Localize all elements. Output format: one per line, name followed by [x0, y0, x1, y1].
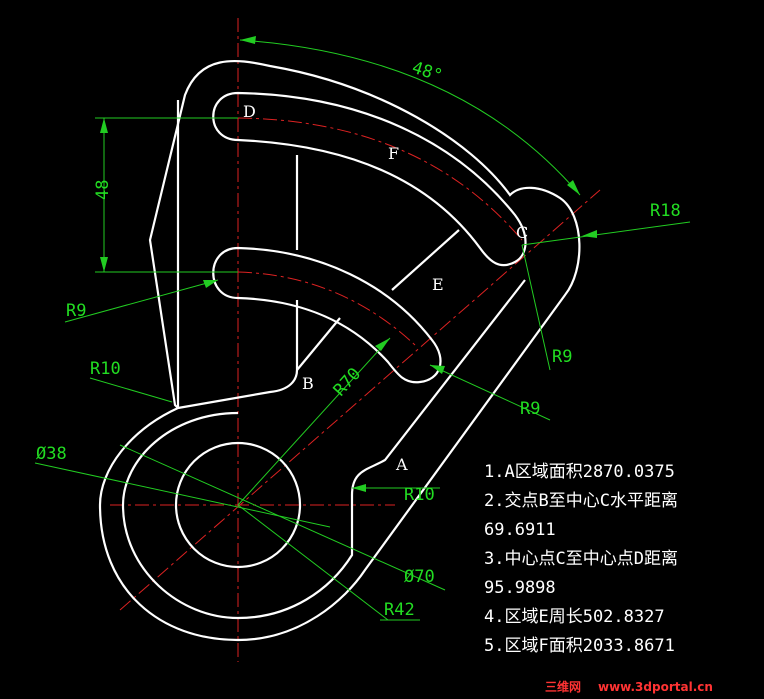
web-line-b2: [296, 317, 341, 371]
point-a-label: A: [395, 455, 408, 474]
r10-right-dimension: R10: [404, 485, 435, 505]
r42-leader: [237, 504, 389, 621]
r9-left-arrow: [203, 280, 218, 288]
r9-lower-dimension: R9: [520, 399, 540, 419]
point-e-label: E: [432, 275, 444, 294]
point-d-label: D: [243, 102, 256, 121]
r18-arrow: [582, 230, 597, 238]
r9-left-leader: [64, 279, 219, 323]
watermark: 三维网 www.3dportal.cn: [545, 679, 713, 694]
note-line-2: 2.交点B至中心C水平距离: [484, 491, 678, 511]
upper-slot: [212, 91, 527, 267]
diagonal-center-line: [119, 189, 601, 611]
point-c-label: C: [516, 223, 528, 242]
d70-dimension: Ø70: [404, 567, 435, 587]
r18-dimension: R18: [650, 201, 681, 221]
note-line-7: 5.区域F面积2033.8671: [484, 636, 675, 656]
point-b-label: B: [302, 374, 314, 393]
dimension-labels: 48° 48 R18 R9 R9 R9 R10 R10 R70 Ø38 Ø70 …: [36, 58, 681, 620]
r9-lower-arrow: [430, 365, 445, 374]
center-lines: [110, 18, 601, 662]
vertical-arrow-top: [100, 118, 108, 133]
r42-dimension: R42: [384, 600, 415, 620]
r70-dimension: R70: [330, 364, 365, 400]
note-line-5: 95.9898: [484, 578, 556, 598]
hub-inner-circle: [174, 441, 302, 569]
notes-block: 1.A区域面积2870.0375 2.交点B至中心C水平距离 69.6911 3…: [484, 462, 678, 656]
angle-arrow-left: [240, 36, 256, 44]
note-line-6: 4.区域E周长502.8327: [484, 607, 665, 627]
angle-dimension-arc: [239, 39, 581, 196]
r9-right-leader: [521, 244, 551, 371]
d38-dimension: Ø38: [36, 444, 67, 464]
vertical-dimension: 48: [93, 180, 113, 200]
note-line-1: 1.A区域面积2870.0375: [484, 462, 675, 482]
web-line-b: [177, 369, 299, 410]
watermark-url: www.3dportal.cn: [598, 680, 713, 694]
inner-profile: [121, 279, 526, 620]
point-f-label: F: [388, 144, 399, 163]
r18-leader: [521, 221, 691, 246]
upper-arc-center-line: [237, 117, 523, 241]
point-labels: D F C E B A: [243, 102, 528, 474]
note-line-3: 69.6911: [484, 520, 556, 540]
r9-right-dimension: R9: [552, 347, 572, 367]
r9-lower-leader: [429, 364, 551, 421]
watermark-chinese: 三维网: [545, 679, 581, 694]
lower-slot: [212, 246, 442, 384]
r70-arrow: [375, 338, 390, 351]
angle-dimension: 48°: [409, 58, 444, 87]
part-outline: [98, 59, 581, 642]
angle-arrow-right: [567, 180, 580, 195]
vertical-arrow-bottom: [100, 257, 108, 272]
r10-left-dimension: R10: [90, 359, 121, 379]
r10-left-leader: [89, 377, 173, 403]
dimension-lines: [34, 36, 691, 621]
d70-leader: [119, 444, 446, 591]
web-line-e: [391, 229, 460, 291]
r9-left-dimension: R9: [66, 301, 86, 321]
note-line-4: 3.中心点C至中心点D距离: [484, 549, 678, 569]
r70-dimension-line: [237, 337, 391, 506]
outer-profile: [98, 59, 581, 642]
r10-right-arrow: [352, 484, 366, 492]
